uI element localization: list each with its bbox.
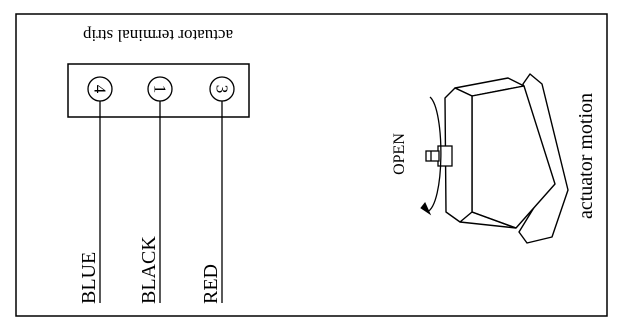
blue-wire-label: BLUE (78, 252, 100, 304)
terminal-3: 3 (209, 76, 235, 102)
black-wire-label: BLACK (138, 236, 160, 304)
open-rotation-arrow (426, 96, 442, 213)
red-wire-label: RED (200, 264, 222, 304)
open-arrow-head (420, 202, 432, 216)
actuator-motion-label: actuator motion (575, 93, 597, 219)
open-label: OPEN (391, 133, 408, 175)
actuator-shaft (425, 145, 453, 167)
actuator-illustration (444, 73, 569, 244)
terminal-1: 1 (147, 76, 173, 102)
diagram-frame (15, 13, 608, 317)
shaft-stub (425, 150, 440, 162)
terminal-1-number: 1 (151, 85, 170, 94)
terminal-4: 4 (87, 76, 113, 102)
terminal-3-number: 3 (213, 85, 232, 94)
actuator-housing-edge-2 (471, 211, 517, 229)
terminal-strip-label: actuator terminal strip (83, 26, 233, 45)
terminal-4-number: 4 (91, 85, 110, 94)
actuator-housing-edge (459, 221, 517, 229)
